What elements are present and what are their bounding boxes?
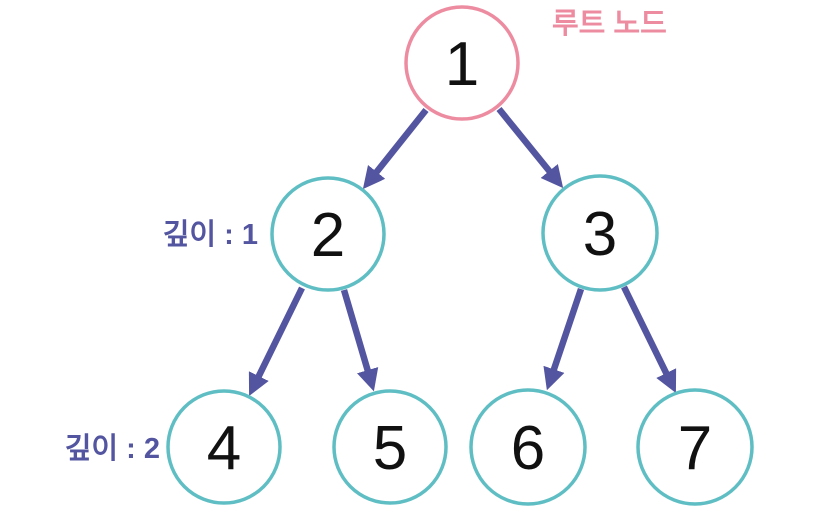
edge-3-to-6-arrow xyxy=(543,287,585,391)
tree-node-5-value: 5 xyxy=(373,414,407,483)
tree-node-7-circle xyxy=(636,388,754,506)
tree-node-3-value: 3 xyxy=(583,200,617,269)
tree-node-6-circle xyxy=(469,388,587,506)
tree-node-2-circle xyxy=(270,176,386,292)
edge-2-to-4-arrow xyxy=(248,286,305,396)
tree-node-5-circle xyxy=(332,389,448,505)
root-node-annotation: 루트 노드 xyxy=(552,8,667,40)
edge-3-to-7-arrow xyxy=(621,285,677,393)
tree-node-1-value: 1 xyxy=(445,30,479,99)
tree-node-1-circle xyxy=(404,5,520,121)
tree-node-6-value: 6 xyxy=(511,414,545,483)
tree-node-4-value: 4 xyxy=(207,414,241,483)
tree-edges xyxy=(248,106,677,396)
edge-2-to-5-arrow xyxy=(340,289,379,392)
tree-node-7-value: 7 xyxy=(678,414,712,483)
edge-1-to-3-arrow xyxy=(496,106,564,189)
tree-node-3-circle xyxy=(541,174,659,292)
tree-node-1: 1 xyxy=(404,5,520,121)
tree-node-4: 4 xyxy=(166,389,282,505)
depth-2-annotation: 깊이 : 2 xyxy=(65,432,160,465)
depth-1-annotation: 깊이 : 1 xyxy=(163,218,258,251)
edge-1-to-2-arrow xyxy=(362,107,429,190)
tree-node-4-circle xyxy=(166,389,282,505)
tree-node-3: 3 xyxy=(541,174,659,292)
tree-node-7: 7 xyxy=(636,388,754,506)
tree-node-5: 5 xyxy=(332,389,448,505)
tree-node-2-value: 2 xyxy=(311,201,345,270)
tree-node-2: 2 xyxy=(270,176,386,292)
tree-node-6: 6 xyxy=(469,388,587,506)
